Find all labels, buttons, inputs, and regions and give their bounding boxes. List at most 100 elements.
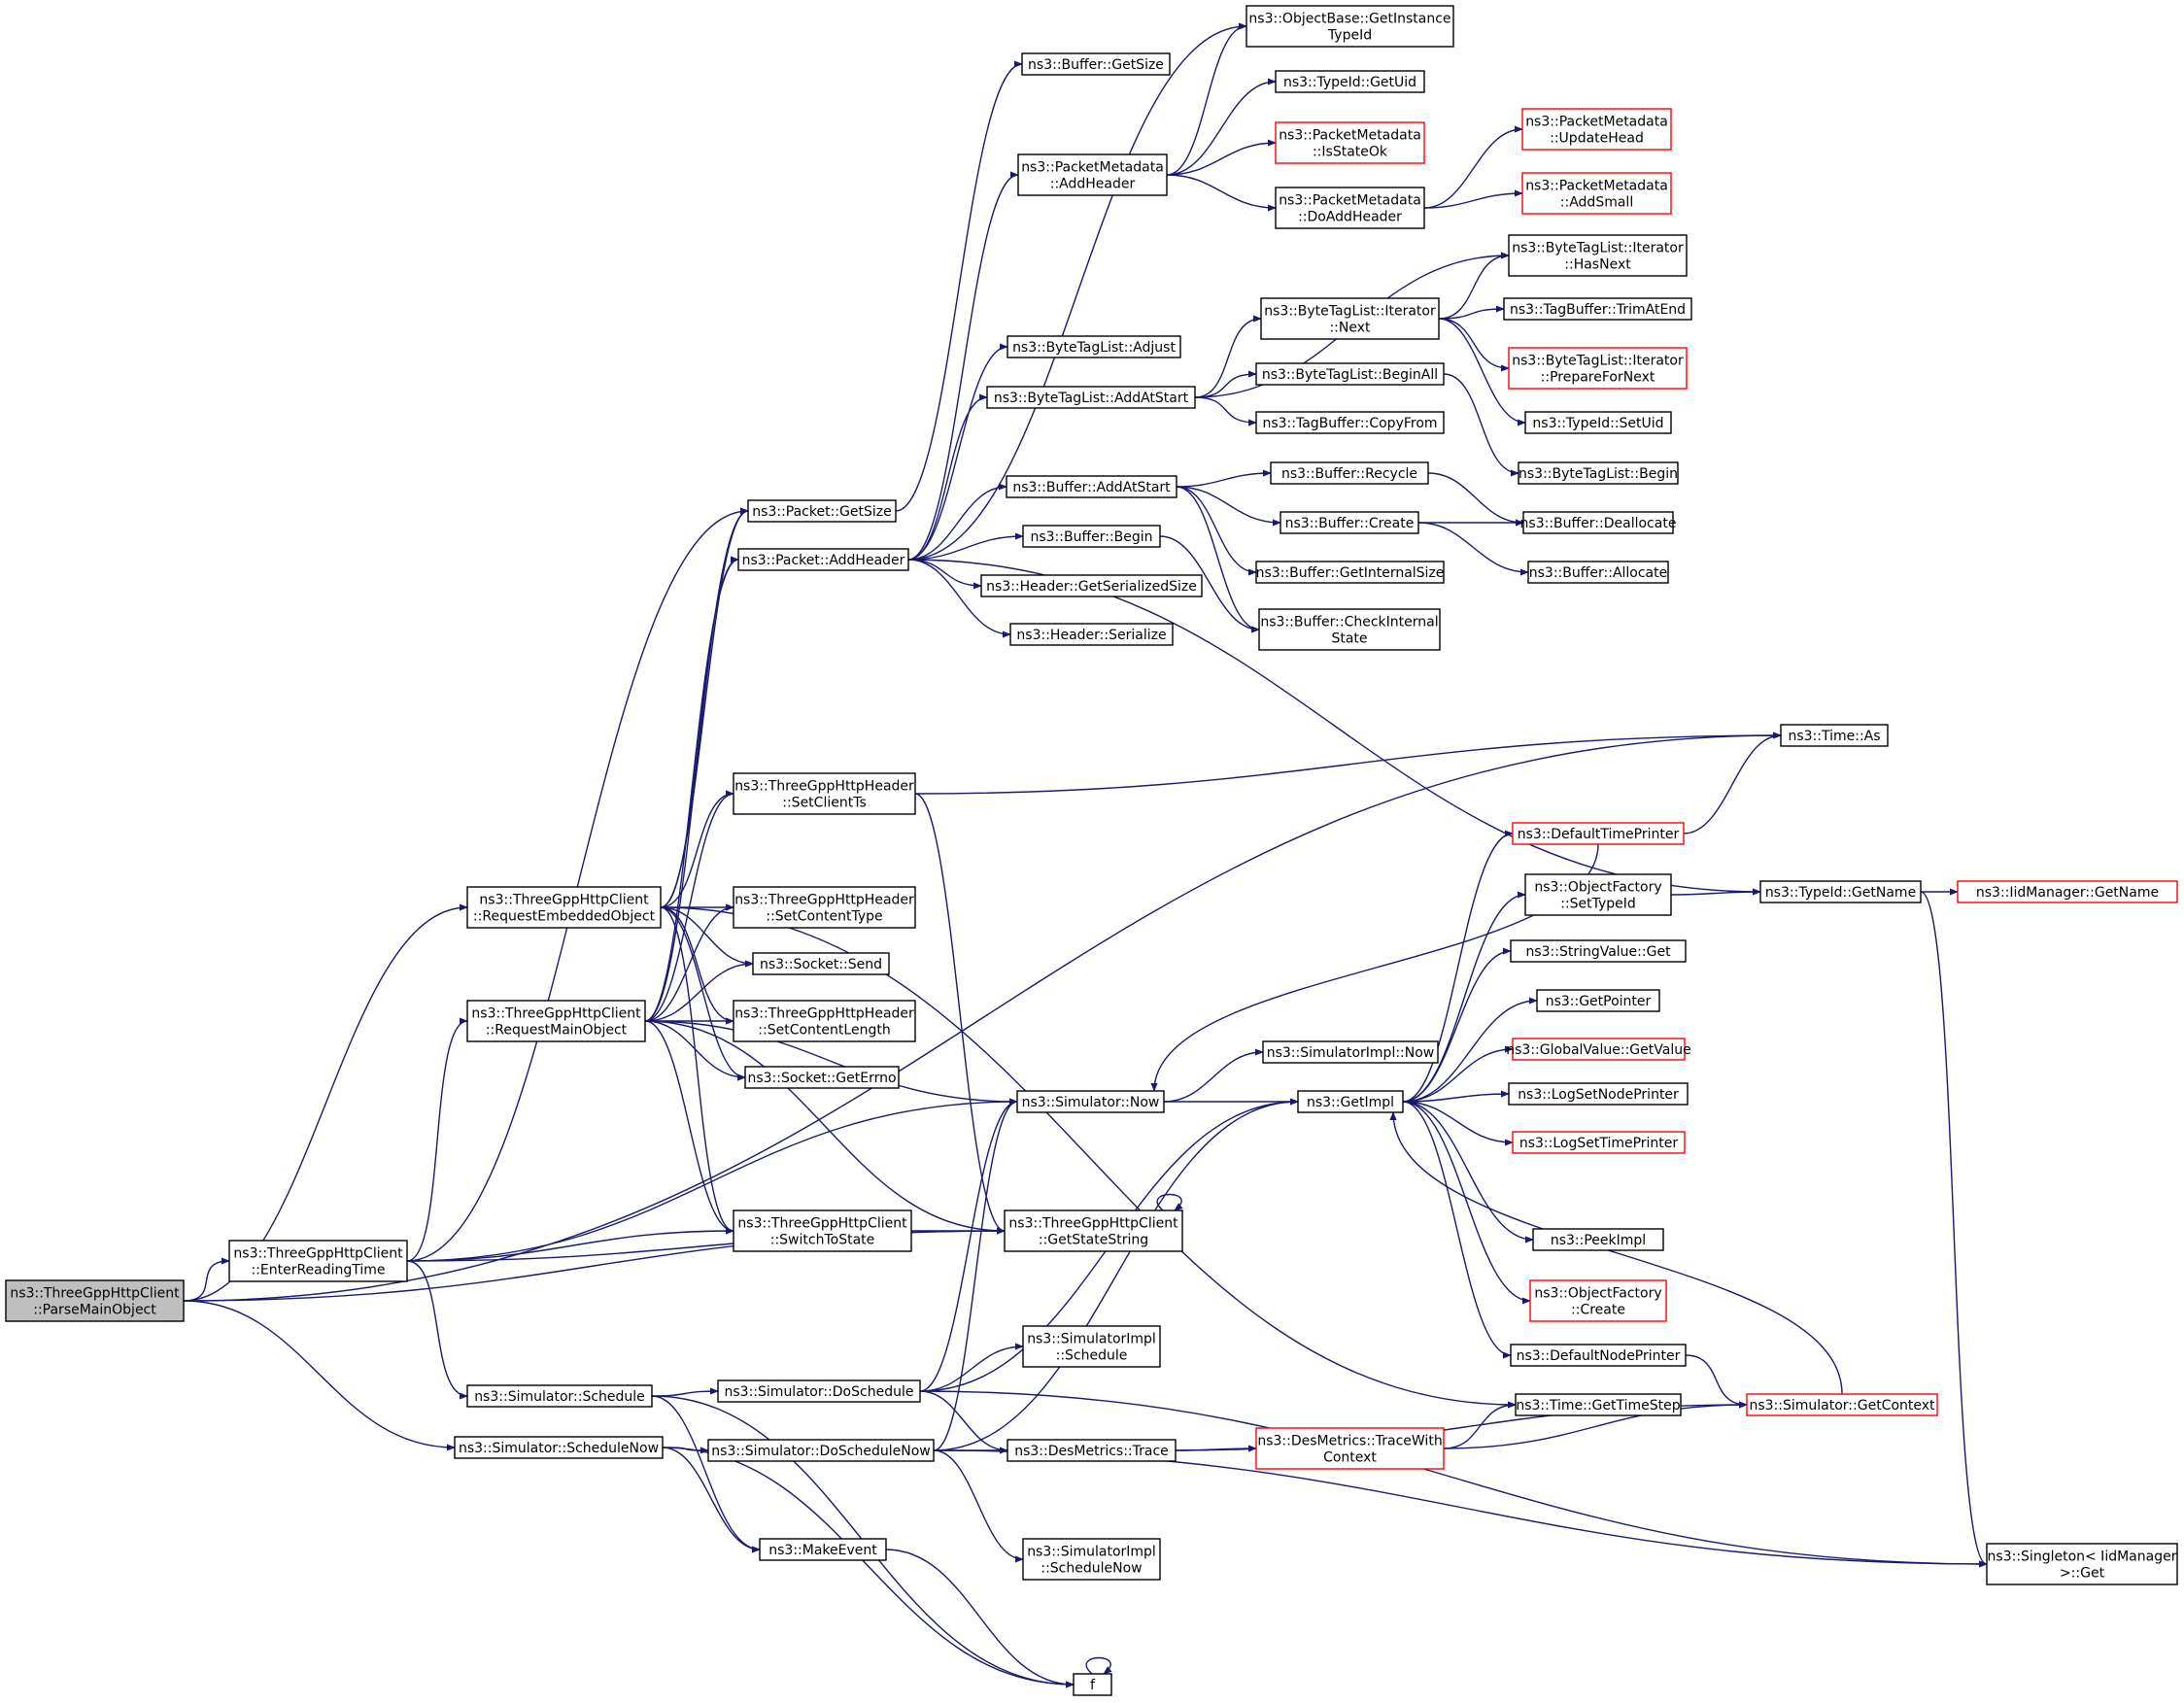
node-hdrSerialize[interactable]: ns3::Header::Serialize [1009, 623, 1174, 646]
node-socketSend[interactable]: ns3::Socket::Send [752, 952, 890, 975]
node-simGetContext[interactable]: ns3::Simulator::GetContext [1746, 1393, 1938, 1416]
node-svGet[interactable]: ns3::StringValue::Get [1510, 939, 1687, 963]
node-box [1017, 153, 1168, 196]
edge-line [1443, 373, 1519, 477]
node-label: ns3::ByteTagList::AddAtStart [994, 391, 1189, 406]
node-doScheduleNow[interactable]: ns3::Simulator::DoScheduleNow [707, 1439, 935, 1462]
node-simImplNow[interactable]: ns3::SimulatorImpl::Now [1262, 1040, 1439, 1064]
node-peekImpl[interactable]: ns3::PeekImpl [1532, 1228, 1664, 1251]
node-setClientTs[interactable]: ns3::ThreeGppHttpHeader::SetClientTs [733, 772, 916, 815]
node-logSetTimePrinter[interactable]: ns3::LogSetTimePrinter [1512, 1131, 1686, 1154]
edge-btlBeginAll-to-btlBegin [1443, 373, 1519, 477]
node-simNow[interactable]: ns3::Simulator::Now [1016, 1090, 1165, 1113]
node-defaultTimePrinter[interactable]: ns3::DefaultTimePrinter [1512, 822, 1685, 845]
node-label: ns3::GetPointer [1546, 994, 1652, 1009]
node-box [1986, 1543, 2178, 1585]
edge-line [1166, 139, 1277, 176]
node-logSetNodePrinter[interactable]: ns3::LogSetNodePrinter [1508, 1082, 1689, 1106]
edge-enterReading-to-simNow [406, 1098, 1018, 1262]
node-hdrGetSerSize[interactable]: ns3::Header::GetSerializedSize [980, 574, 1203, 597]
node-getPointer[interactable]: ns3::GetPointer [1536, 989, 1660, 1012]
node-desTrace[interactable]: ns3::DesMetrics::Trace [1007, 1439, 1177, 1462]
node-bufRecycle[interactable]: ns3::Buffer::Recycle [1270, 461, 1429, 485]
edge-line [1085, 1656, 1112, 1675]
node-tbTrimAtEnd[interactable]: ns3::TagBuffer::TrimAtEnd [1503, 297, 1692, 321]
node-btliPrepareForNext[interactable]: ns3::ByteTagList::Iterator::PrepareForNe… [1508, 347, 1688, 390]
node-schedule[interactable]: ns3::Simulator::Schedule [466, 1384, 653, 1408]
node-enterReading[interactable]: ns3::ThreeGppHttpClient::EnterReadingTim… [228, 1240, 408, 1282]
node-btliNext[interactable]: ns3::ByteTagList::Iterator::Next [1260, 297, 1440, 340]
node-tbCopyFrom[interactable]: ns3::TagBuffer::CopyFrom [1255, 411, 1445, 434]
node-tidGetName[interactable]: ns3::TypeId::GetName [1759, 880, 1922, 903]
node-box [1004, 1209, 1183, 1252]
node-scheduleNow[interactable]: ns3::Simulator::ScheduleNow [454, 1436, 664, 1459]
node-f[interactable]: f [1073, 1673, 1112, 1696]
node-label: ns3::Buffer::GetSize [1028, 57, 1164, 73]
node-reqMain[interactable]: ns3::ThreeGppHttpClient::RequestMainObje… [466, 1000, 646, 1042]
node-reqEmbedded[interactable]: ns3::ThreeGppHttpClient::RequestEmbedded… [466, 886, 662, 929]
node-bufBegin[interactable]: ns3::Buffer::Begin [1022, 525, 1161, 548]
edge-getImpl-to-peekImpl [1402, 1101, 1534, 1243]
node-pktAddHeader[interactable]: ns3::Packet::AddHeader [737, 548, 909, 571]
edge-getImpl-to-logSetTimePrinter [1402, 1101, 1514, 1146]
node-box [1022, 1325, 1161, 1368]
node-pktGetSize[interactable]: ns3::Packet::GetSize [747, 499, 897, 523]
node-bufDeallocate[interactable]: ns3::Buffer::Deallocate [1520, 511, 1677, 534]
node-btlBeginAll[interactable]: ns3::ByteTagList::BeginAll [1255, 362, 1445, 386]
node-timeAs[interactable]: ns3::Time::As [1780, 724, 1889, 747]
node-parse[interactable]: ns3::ThreeGppHttpClient::ParseMainObject [5, 1279, 185, 1322]
node-tidGetUid[interactable]: ns3::TypeId::GetUid [1275, 70, 1425, 93]
node-defaultNodePrinter[interactable]: ns3::DefaultNodePrinter [1510, 1344, 1687, 1367]
node-label: ns3::SimulatorImpl [1027, 1332, 1156, 1347]
node-pmAddSmall[interactable]: ns3::PacketMetadata::AddSmall [1521, 172, 1672, 215]
edge-f-to-f [1085, 1656, 1112, 1675]
node-tidSetUid[interactable]: ns3::TypeId::SetUid [1524, 411, 1672, 434]
node-setContentLength[interactable]: ns3::ThreeGppHttpHeader::SetContentLengt… [733, 1000, 916, 1042]
node-bufGetInternalSize[interactable]: ns3::Buffer::GetInternalSize [1255, 561, 1445, 584]
node-pmDoAddHeader[interactable]: ns3::PacketMetadata::DoAddHeader [1275, 187, 1425, 229]
node-gvGetValue[interactable]: ns3::GlobalValue::GetValue [1506, 1038, 1691, 1061]
node-simImplScheduleNow[interactable]: ns3::SimulatorImpl::ScheduleNow [1022, 1538, 1161, 1581]
edge-getImpl-to-getPointer [1402, 997, 1538, 1103]
node-btlAdjust[interactable]: ns3::ByteTagList::Adjust [1007, 335, 1181, 358]
edge-btlAddAtStart-to-tbCopyFrom [1194, 396, 1257, 426]
node-bufGetSize[interactable]: ns3::Buffer::GetSize [1021, 52, 1171, 76]
edge-reqMain-to-switchToState [644, 1020, 734, 1235]
node-bufAllocate[interactable]: ns3::Buffer::Allocate [1527, 561, 1669, 584]
node-btliHasNext[interactable]: ns3::ByteTagList::Iterator::HasNext [1508, 234, 1688, 277]
node-label: ns3::DesMetrics::TraceWith [1257, 1434, 1442, 1449]
node-bufAddAtStart[interactable]: ns3::Buffer::AddAtStart [1006, 475, 1177, 498]
node-setContentType[interactable]: ns3::ThreeGppHttpHeader::SetContentType [733, 886, 916, 929]
node-makeEvent[interactable]: ns3::MakeEvent [759, 1538, 887, 1561]
node-iidGetName[interactable]: ns3::IidManager::GetName [1957, 880, 2178, 903]
edge-line [1683, 732, 1782, 834]
node-doSchedule[interactable]: ns3::Simulator::DoSchedule [717, 1379, 921, 1403]
node-label: Context [1323, 1450, 1377, 1466]
node-socketGetErrno[interactable]: ns3::Socket::GetErrno [744, 1066, 900, 1089]
node-pmUpdateHead[interactable]: ns3::PacketMetadata::UpdateHead [1521, 108, 1672, 151]
edge-enterReading-to-schedule [406, 1260, 468, 1400]
node-ofSetTypeId[interactable]: ns3::ObjectFactory::SetTypeId [1524, 873, 1672, 916]
node-bufCreate[interactable]: ns3::Buffer::Create [1280, 511, 1419, 534]
node-ofCreate[interactable]: ns3::ObjectFactory::Create [1529, 1279, 1667, 1322]
node-pmIsStateOk[interactable]: ns3::PacketMetadata::IsStateOk [1275, 121, 1425, 164]
edge-line [644, 960, 754, 1022]
node-box [1255, 1427, 1445, 1470]
node-label: ns3::Simulator::DoSchedule [725, 1384, 914, 1400]
node-getImpl[interactable]: ns3::GetImpl [1297, 1090, 1404, 1113]
edge-line [914, 793, 1006, 1235]
node-btlBegin[interactable]: ns3::ByteTagList::Begin [1518, 461, 1679, 485]
node-singletonGet[interactable]: ns3::Singleton< IidManager>::Get [1986, 1543, 2178, 1585]
node-label: ns3::Buffer::Create [1285, 516, 1415, 531]
node-label: ns3::Simulator::Schedule [474, 1389, 645, 1405]
node-simImplSchedule[interactable]: ns3::SimulatorImpl::Schedule [1022, 1325, 1161, 1368]
node-getStateString[interactable]: ns3::ThreeGppHttpClient::GetStateString [1004, 1209, 1183, 1252]
node-switchToState[interactable]: ns3::ThreeGppHttpClient::SwitchToState [733, 1209, 912, 1252]
node-pmAddHeader[interactable]: ns3::PacketMetadata::AddHeader [1017, 153, 1168, 196]
node-btlAddAtStart[interactable]: ns3::ByteTagList::AddAtStart [986, 386, 1196, 409]
edge-schedule-to-makeEvent [651, 1395, 761, 1553]
node-timeGetTimeStep[interactable]: ns3::Time::GetTimeStep [1515, 1393, 1682, 1416]
